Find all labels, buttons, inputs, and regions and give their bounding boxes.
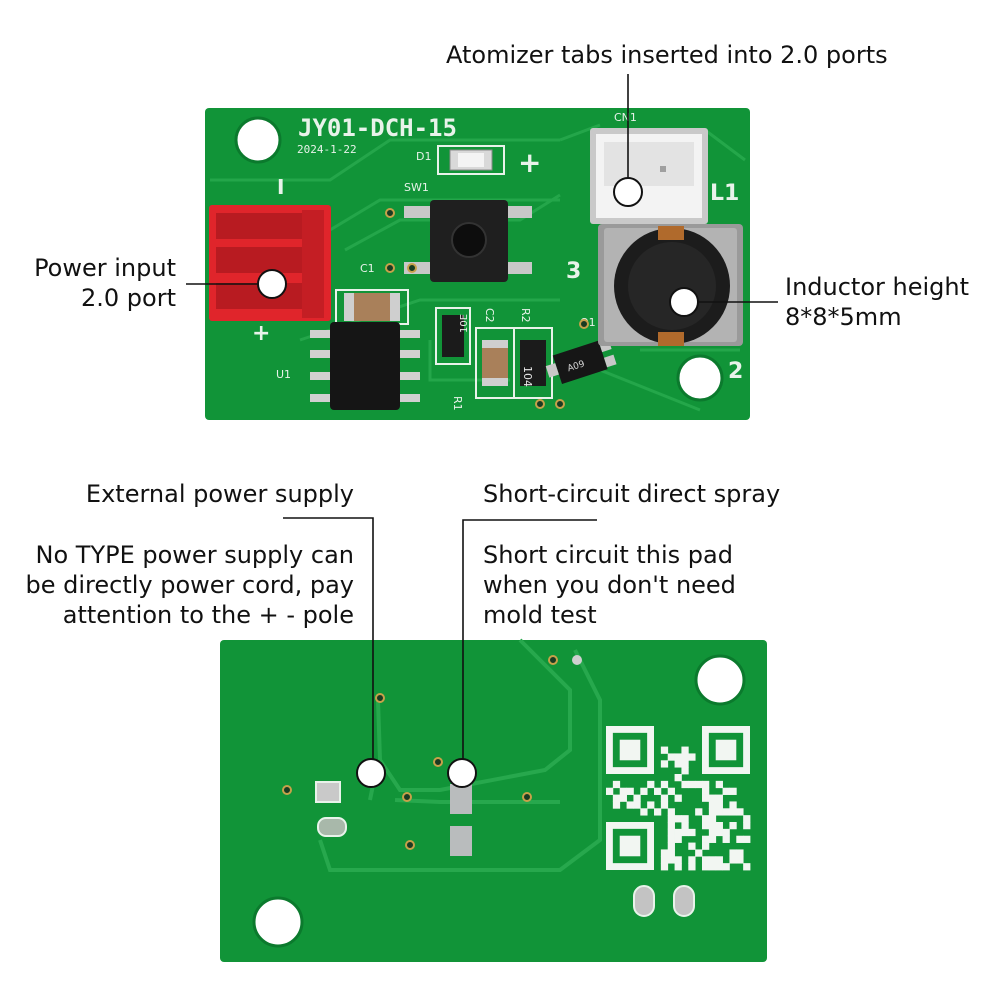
silk-l1: L1 [710, 181, 739, 206]
silk-r2: R2 [519, 308, 532, 323]
silk-c2: C2 [483, 308, 496, 323]
mounting-hole [234, 116, 282, 164]
short-circuit-pad [450, 826, 472, 856]
silk-2: 2 [728, 359, 743, 384]
silk-3: 3 [566, 259, 581, 284]
mounting-hole [694, 654, 746, 706]
silk-plus-left: + [252, 321, 270, 346]
power-input-connector [209, 205, 331, 321]
resistor-104-outline [513, 327, 553, 399]
external-power-pad [315, 781, 341, 803]
marker-power-input [257, 269, 287, 299]
led-d1-outline [437, 145, 505, 175]
callout-markers [257, 177, 699, 788]
bottom-board [220, 638, 767, 962]
short-circuit-pad [450, 784, 472, 814]
marker-external [356, 758, 386, 788]
board-date-text: 2024-1-22 [297, 143, 357, 156]
silk-minus-left: I [277, 175, 284, 199]
callout-line-external [283, 517, 374, 773]
vias [385, 208, 589, 409]
atomizer-connector-cn1 [590, 128, 708, 224]
callout-atomizer-label: Atomizer tabs inserted into 2.0 ports [446, 41, 888, 69]
callout-external-title: External power supply [85, 480, 354, 508]
ic-u1 [310, 322, 420, 410]
top-board: JY01-DCH-15 2024-1-22 D1 SW1 C1 U1 CN1 L… [205, 108, 750, 420]
callout-lines [186, 74, 778, 773]
marker-inductor [669, 287, 699, 317]
marker-atomizer [613, 177, 643, 207]
silk-c1: C1 [360, 262, 375, 275]
resistor-104-label: 104 [521, 366, 534, 387]
bottom-vias [282, 655, 558, 850]
led-leg [673, 885, 695, 917]
resistor-104 [520, 340, 546, 386]
qr-code [606, 726, 751, 871]
callout-short-desc: Short circuit this pad when you don't ne… [483, 541, 736, 629]
mounting-hole [676, 354, 724, 402]
silk-u1: U1 [276, 368, 291, 381]
resistor-10e-outline [435, 307, 471, 365]
resistor-10e-label: 10E [459, 314, 470, 333]
callout-short-title: Short-circuit direct spray [483, 480, 781, 508]
board-model-text: JY01-DCH-15 [298, 114, 457, 142]
callout-power-input-label: Power input 2.0 port [34, 254, 176, 312]
marker-short [447, 758, 477, 788]
callout-external-desc: No TYPE power supply can be directly pow… [25, 541, 354, 629]
resistor-10e [442, 315, 464, 357]
silk-sw1: SW1 [404, 181, 429, 194]
callout-inductor-label: Inductor height 8*8*5mm [785, 273, 970, 331]
external-power-pad [317, 817, 347, 837]
silk-r1: R1 [451, 396, 464, 411]
silk-plus-top: + [518, 146, 541, 179]
silk-d1: D1 [416, 150, 431, 163]
silk-cn1: CN1 [614, 111, 637, 124]
inductor-l1 [598, 224, 743, 346]
mounting-hole [252, 896, 304, 948]
callout-line-short [462, 519, 597, 773]
led-leg [633, 885, 655, 917]
